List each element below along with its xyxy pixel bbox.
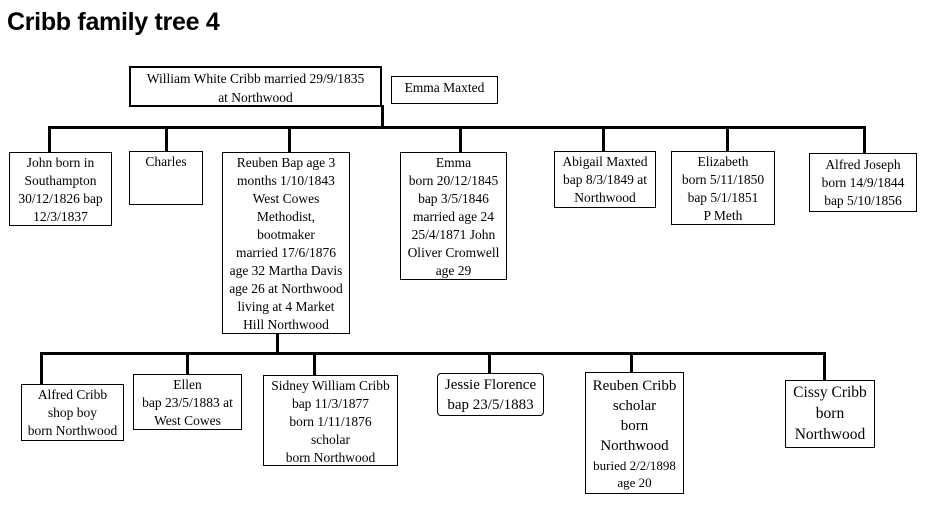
person-text-reuben: Reuben Bap age 3 months 1/10/1843 West C…: [229, 155, 343, 332]
connector-drop-charles: [165, 128, 168, 154]
connector-drop-reuben-jr: [630, 354, 633, 373]
person-text-elizabeth: Elizabeth born 5/11/1850 bap 5/1/1851 P …: [681, 154, 765, 223]
person-box-jessie-florence: Jessie Florence bap 23/5/1883: [437, 373, 544, 416]
connector-drop-emma: [459, 128, 462, 154]
person-box-ellen: Ellen bap 23/5/1883 at West Cowes: [133, 374, 242, 430]
connector-union-gen1: [381, 105, 384, 129]
person-note-reuben-cribb-jr: buried 2/2/1898 age 20: [593, 458, 676, 490]
person-box-emma: Emma born 20/12/1845 bap 3/5/1846 marrie…: [400, 152, 507, 280]
person-text-john: John born in Southampton 30/12/1826 bap …: [18, 155, 103, 224]
person-box-charles: Charles: [129, 151, 203, 205]
connector-union-reuben: [276, 333, 279, 354]
person-text-sidney-william-cribb: Sidney William Cribb bap 11/3/1877 born …: [271, 378, 390, 465]
person-text-charles: Charles: [145, 154, 187, 169]
connector-drop-cissy: [823, 354, 826, 381]
connector-drop-reuben: [288, 128, 291, 154]
person-box-abigail-maxted: Abigail Maxted bap 8/3/1849 at Northwood: [554, 151, 656, 208]
person-text-alfred-joseph: Alfred Joseph born 14/9/1844 bap 5/10/18…: [821, 157, 905, 208]
person-box-william-white-cribb: William White Cribb married 29/9/1835 at…: [129, 66, 382, 107]
person-text-cissy-cribb: Cissy Cribb born Northwood: [793, 384, 867, 443]
person-text-emma-maxted: Emma Maxted: [404, 80, 485, 95]
person-text-reuben-cribb-jr: Reuben Cribb scholar born Northwood: [592, 378, 677, 454]
page-title: Cribb family tree 4: [7, 8, 220, 36]
connector-gen2-bar: [48, 126, 866, 129]
person-text-abigail-maxted: Abigail Maxted bap 8/3/1849 at Northwood: [562, 154, 648, 205]
connector-drop-alfred-joseph: [863, 128, 866, 155]
person-box-alfred-joseph: Alfred Joseph born 14/9/1844 bap 5/10/18…: [809, 153, 917, 212]
person-text-ellen: Ellen bap 23/5/1883 at West Cowes: [142, 377, 233, 428]
connector-drop-alfred-cribb: [40, 354, 43, 385]
connector-drop-abigail: [602, 128, 605, 154]
person-text-william-white-cribb: William White Cribb married 29/9/1835 at…: [146, 71, 365, 105]
connector-drop-elizabeth: [726, 128, 729, 154]
connector-gen3-bar: [40, 352, 826, 355]
person-text-alfred-cribb: Alfred Cribb shop boy born Northwood: [27, 387, 118, 438]
person-box-sidney-william-cribb: Sidney William Cribb bap 11/3/1877 born …: [263, 375, 398, 466]
person-text-jessie-florence: Jessie Florence bap 23/5/1883: [444, 377, 537, 413]
person-box-cissy-cribb: Cissy Cribb born Northwood: [785, 380, 875, 448]
person-box-elizabeth: Elizabeth born 5/11/1850 bap 5/1/1851 P …: [671, 151, 775, 225]
person-box-emma-maxted: Emma Maxted: [391, 76, 498, 104]
person-box-alfred-cribb: Alfred Cribb shop boy born Northwood: [21, 384, 124, 441]
connector-drop-ellen: [186, 354, 189, 375]
person-box-john: John born in Southampton 30/12/1826 bap …: [9, 152, 112, 226]
person-text-emma: Emma born 20/12/1845 bap 3/5/1846 marrie…: [407, 155, 500, 278]
person-box-reuben-cribb-jr: Reuben Cribb scholar born Northwood buri…: [585, 372, 684, 494]
connector-drop-jessie: [488, 354, 491, 374]
connector-drop-sidney: [313, 354, 316, 376]
person-box-reuben: Reuben Bap age 3 months 1/10/1843 West C…: [222, 152, 350, 334]
connector-drop-john: [48, 128, 51, 154]
